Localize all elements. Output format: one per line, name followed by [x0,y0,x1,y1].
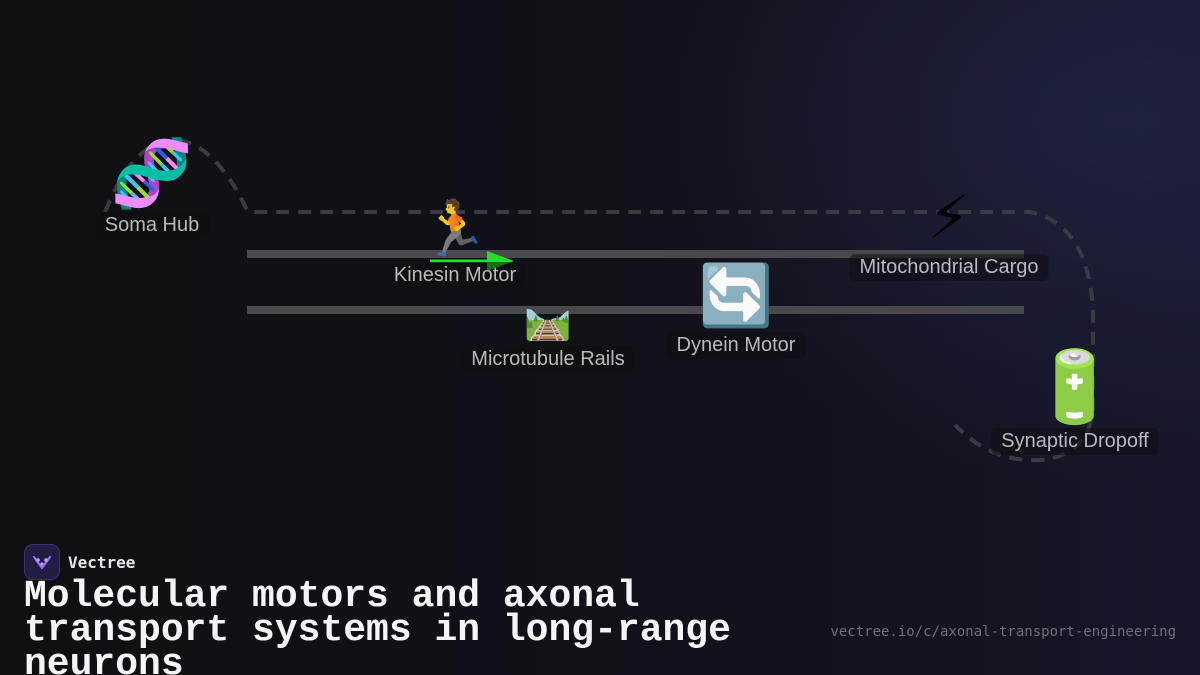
source-url[interactable]: vectree.io/c/axonal-transport-engineerin… [830,624,1176,640]
microtubule-rail-bottom [247,306,1024,314]
node-kinesin-motor: 🏃 Kinesin Motor [383,199,527,289]
microtubule-rail-top [247,250,1024,258]
node-microtubule-rails: 🛤️ Microtubule Rails [461,300,635,373]
vectree-logo-icon [24,544,60,580]
railway-track-icon: 🛤️ [524,300,572,342]
page-title: Molecular motors and axonal transport sy… [24,575,731,675]
node-label: Dynein Motor [666,332,806,359]
node-label: Synaptic Dropoff [991,428,1159,455]
node-mitochondrial-cargo: ⚡ Mitochondrial Cargo [849,184,1049,281]
brand-name: Vectree [68,552,136,572]
node-soma-hub: 🧬 Soma Hub [94,136,210,239]
node-label: Soma Hub [94,212,210,239]
cycle-arrows-icon: 🔄 [698,262,774,329]
node-label: Kinesin Motor [383,262,527,289]
battery-icon: 🔋 [1031,348,1119,426]
dna-icon: 🧬 [110,136,194,210]
node-synaptic-dropoff: 🔋 Synaptic Dropoff [991,352,1159,455]
node-label: Microtubule Rails [461,346,635,373]
transport-path [103,138,1095,463]
lightning-icon: ⚡ [927,184,971,251]
node-label: Mitochondrial Cargo [849,254,1049,281]
node-dynein-motor: 🔄 Dynein Motor [666,262,806,359]
brand: Vectree [24,544,135,580]
runner-icon: 🏃 [421,199,489,259]
